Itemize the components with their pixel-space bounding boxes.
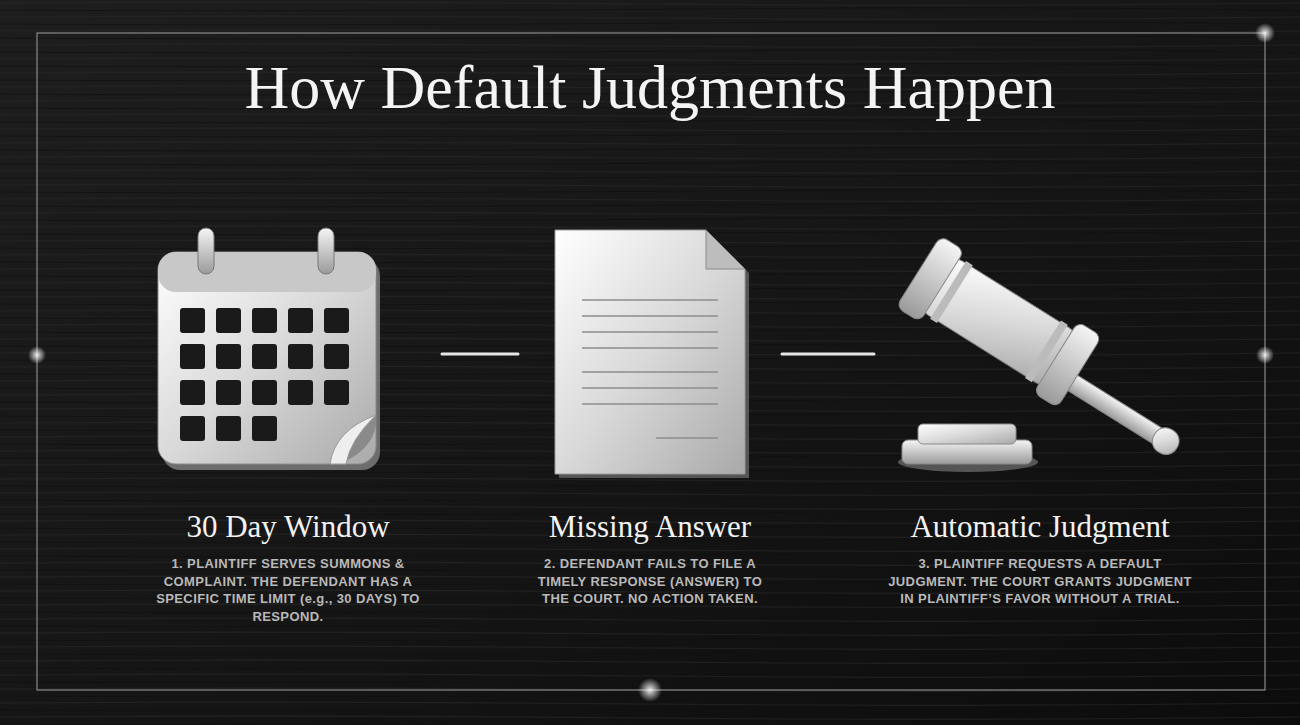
- document-icon: [555, 230, 749, 478]
- step-box: 30 Day Window 1. PLAINTIFF SERVES SUMMONS…: [138, 226, 438, 625]
- step-heading: Missing Answer: [526, 508, 774, 545]
- step-heading: Automatic Judgment: [882, 508, 1198, 545]
- step-description: 3. PLAINTIFF REQUESTS A DEFAULT JUDGMENT…: [882, 555, 1198, 608]
- title: How Default Judgments Happen: [0, 52, 1300, 123]
- connector-line: [442, 353, 518, 356]
- frame: [37, 33, 1265, 690]
- gavel-icon: [896, 236, 1184, 472]
- step-description: 2. DEFENDANT FAILS TO FILE A TIMELY RESP…: [526, 555, 774, 608]
- step-heading: 30 Day Window: [142, 508, 434, 545]
- connector-line: [782, 353, 874, 356]
- step-box: Missing Answer 2. DEFENDANT FAILS TO FILE…: [522, 226, 778, 608]
- step-box: Automatic Judgment 3. PLAINTIFF REQUESTS …: [878, 226, 1202, 608]
- step-description: 1. PLAINTIFF SERVES SUMMONS & COMPLAINT.…: [142, 555, 434, 625]
- calendar-icon: [158, 228, 380, 470]
